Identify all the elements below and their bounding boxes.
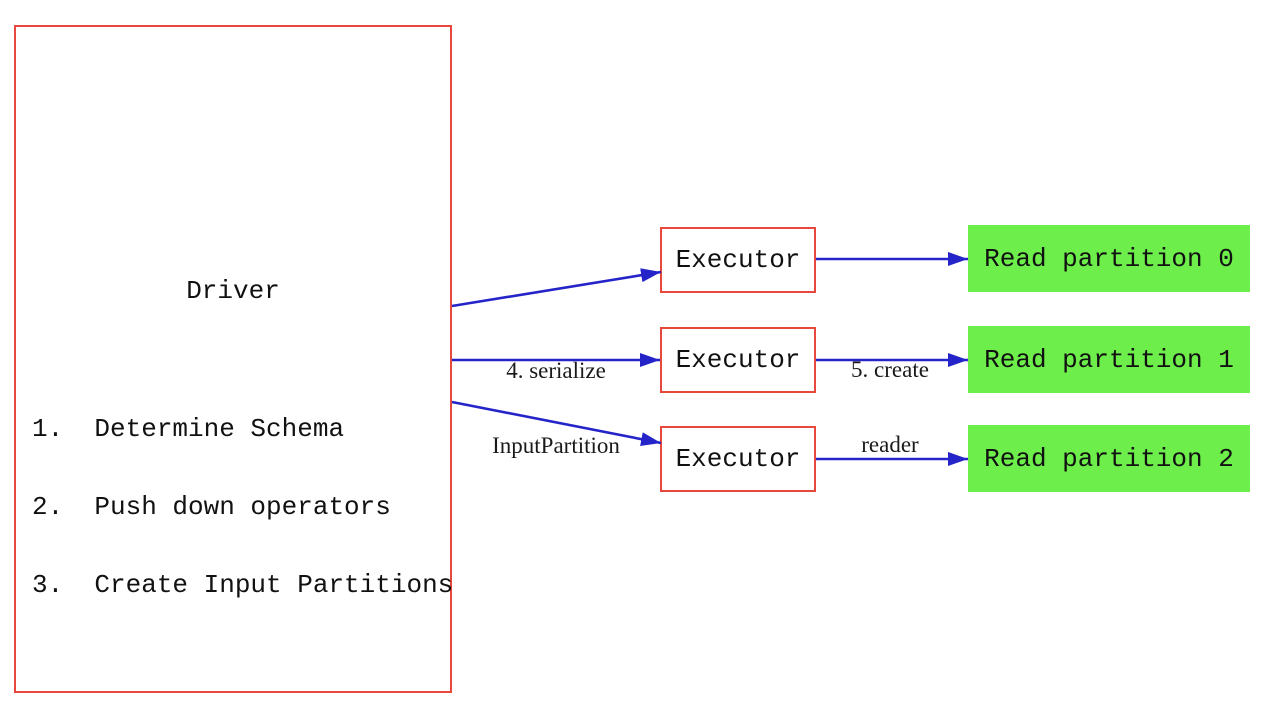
arrow-driver-to-executor-0: [451, 268, 662, 308]
partition-label-1: Read partition 1: [984, 344, 1234, 375]
driver-step-2: 2. Push down operators: [32, 492, 391, 522]
partition-box-1: Read partition 1: [968, 326, 1250, 393]
executor-label-1: Executor: [675, 345, 801, 375]
executor-box-0: Executor: [660, 227, 816, 293]
edge-label-serialize-line1: 4. serialize: [506, 358, 606, 383]
executor-label-0: Executor: [675, 245, 801, 275]
edge-label-create-reader: 5. create reader: [800, 307, 980, 507]
executor-label-2: Executor: [675, 444, 801, 474]
driver-box: Driver 1. Determine Schema 2. Push down …: [14, 25, 453, 693]
edge-label-serialize-inputpartition: 4. serialize InputPartition: [446, 308, 666, 508]
driver-step-3: 3. Create Input Partitions: [32, 570, 454, 600]
partition-box-0: Read partition 0: [968, 225, 1250, 292]
edge-label-reader-line2: reader: [861, 432, 919, 457]
partition-label-0: Read partition 0: [984, 243, 1234, 274]
edge-label-serialize-line2: InputPartition: [492, 433, 620, 458]
edge-label-reader-line1: 5. create: [851, 357, 929, 382]
executor-box-1: Executor: [660, 327, 816, 393]
partition-label-2: Read partition 2: [984, 443, 1234, 474]
partition-box-2: Read partition 2: [968, 425, 1250, 492]
driver-title: Driver: [186, 276, 280, 306]
driver-steps-list: 1. Determine Schema 2. Push down operato…: [32, 364, 453, 650]
driver-step-1: 1. Determine Schema: [32, 414, 345, 444]
executor-box-2: Executor: [660, 426, 816, 492]
